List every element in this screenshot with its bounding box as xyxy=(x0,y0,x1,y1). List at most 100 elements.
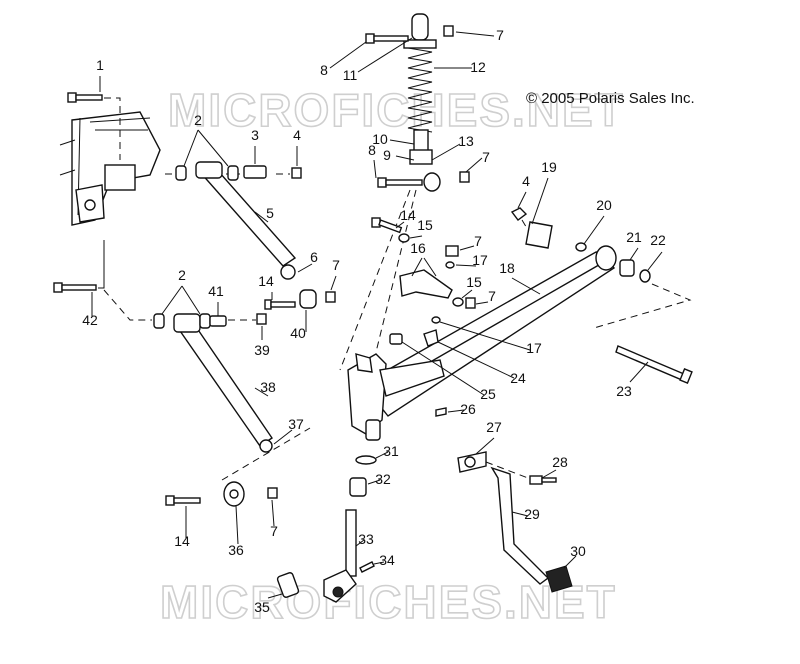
callout-l2b: 2 xyxy=(178,267,186,283)
washer-4 xyxy=(510,207,528,221)
callout-l10: 10 xyxy=(372,131,388,147)
callout-l12: 12 xyxy=(470,59,486,75)
callout-l28: 28 xyxy=(552,454,568,470)
spindle-housing xyxy=(347,353,445,441)
callout-l4a: 4 xyxy=(293,127,301,143)
callout-l27: 27 xyxy=(486,419,502,435)
bolt-1 xyxy=(67,92,103,103)
spindle-shaft-33 xyxy=(323,509,357,603)
shock-absorber xyxy=(403,13,441,192)
callout-l32: 32 xyxy=(375,471,391,487)
callout-l3: 3 xyxy=(251,127,259,143)
bushing-2-upper xyxy=(175,165,239,181)
callout-l6: 6 xyxy=(310,249,318,265)
nut-7c xyxy=(459,171,470,183)
zerk-34 xyxy=(359,561,375,573)
ring-22 xyxy=(639,269,651,283)
washer-15b xyxy=(452,297,464,307)
callout-l33: 33 xyxy=(358,531,374,547)
callout-l7b: 7 xyxy=(496,27,504,43)
callout-l25: 25 xyxy=(480,386,496,402)
callout-l22: 22 xyxy=(650,232,666,248)
grease-fitting-26 xyxy=(435,407,447,417)
tie-rod-end-36 xyxy=(223,481,245,507)
bushing-2-lower xyxy=(153,313,211,329)
bushing-21 xyxy=(619,259,635,277)
callout-l35: 35 xyxy=(254,599,270,615)
callout-l41: 41 xyxy=(208,283,224,299)
callout-l19: 19 xyxy=(541,159,557,175)
washer-31 xyxy=(355,455,377,465)
callout-l38: 38 xyxy=(260,379,276,395)
nut-7a xyxy=(325,291,336,303)
callout-l8a: 8 xyxy=(320,62,328,78)
lower-a-arm xyxy=(173,313,273,453)
cotter-17a xyxy=(445,261,455,269)
washer-15a xyxy=(398,233,410,243)
callout-l36: 36 xyxy=(228,542,244,558)
callout-l7d: 7 xyxy=(474,233,482,249)
callout-l14a: 14 xyxy=(258,273,274,289)
callout-l14c: 14 xyxy=(174,533,190,549)
plate-19 xyxy=(525,221,553,249)
callout-l9: 9 xyxy=(383,147,391,163)
nut-7d xyxy=(445,245,459,257)
callout-l21: 21 xyxy=(626,229,642,245)
axle-bolt-23 xyxy=(615,345,693,384)
bolt-14b xyxy=(371,217,403,234)
ball-joint-40 xyxy=(299,289,317,309)
bolt-14a xyxy=(264,299,296,310)
callout-l15b: 15 xyxy=(466,274,482,290)
watermark-top: MICROFICHES.NET xyxy=(168,84,625,136)
callout-l40: 40 xyxy=(290,325,306,341)
nut-7f xyxy=(267,487,278,499)
callout-l34: 34 xyxy=(379,552,395,568)
callout-l29: 29 xyxy=(524,506,540,522)
callout-l2a: 2 xyxy=(194,112,202,128)
callout-l17a: 17 xyxy=(472,252,488,268)
callout-l1: 1 xyxy=(96,57,104,73)
callout-l7e: 7 xyxy=(488,288,496,304)
sleeve-41 xyxy=(209,315,227,327)
cotter-17b xyxy=(431,316,441,324)
callout-l15a: 15 xyxy=(417,217,433,233)
bracket-27 xyxy=(457,451,487,473)
pin-28 xyxy=(529,475,557,485)
nut-4 xyxy=(291,167,302,179)
bolt-8-bottom xyxy=(377,177,423,188)
frame-bracket xyxy=(59,111,161,226)
bracket-16 xyxy=(399,269,453,299)
callout-l14b: 14 xyxy=(400,207,416,223)
callout-l7a: 7 xyxy=(332,257,340,273)
callout-l37: 37 xyxy=(288,416,304,432)
callout-l5: 5 xyxy=(266,205,274,221)
callout-l24: 24 xyxy=(510,370,526,386)
bushing-32 xyxy=(349,477,367,497)
upper-a-arm xyxy=(195,161,297,280)
callout-l23: 23 xyxy=(616,383,632,399)
callout-l26: 26 xyxy=(460,401,476,417)
callout-l42: 42 xyxy=(82,312,98,328)
nut-7b xyxy=(443,25,454,37)
copyright-notice: © 2005 Polaris Sales Inc. xyxy=(526,90,695,107)
lever-29 xyxy=(490,466,550,585)
callout-l17b: 17 xyxy=(526,340,542,356)
pad-30 xyxy=(545,565,573,593)
bushing-25 xyxy=(389,333,403,345)
callout-l11: 11 xyxy=(343,67,358,83)
sleeve-35 xyxy=(276,572,300,598)
callout-l20: 20 xyxy=(596,197,612,213)
washer-20 xyxy=(575,242,587,252)
callout-l7f: 7 xyxy=(270,523,278,539)
callout-l16: 16 xyxy=(410,240,426,256)
bolt-8-top xyxy=(365,33,409,44)
callout-l30: 30 xyxy=(570,543,586,559)
bolt-14c xyxy=(165,495,201,506)
watermark-bottom: MICROFICHES.NET xyxy=(160,576,617,628)
nut-7e xyxy=(465,297,476,309)
nut-39 xyxy=(256,313,267,325)
bolt-42 xyxy=(53,282,97,293)
callout-l18: 18 xyxy=(499,260,515,276)
